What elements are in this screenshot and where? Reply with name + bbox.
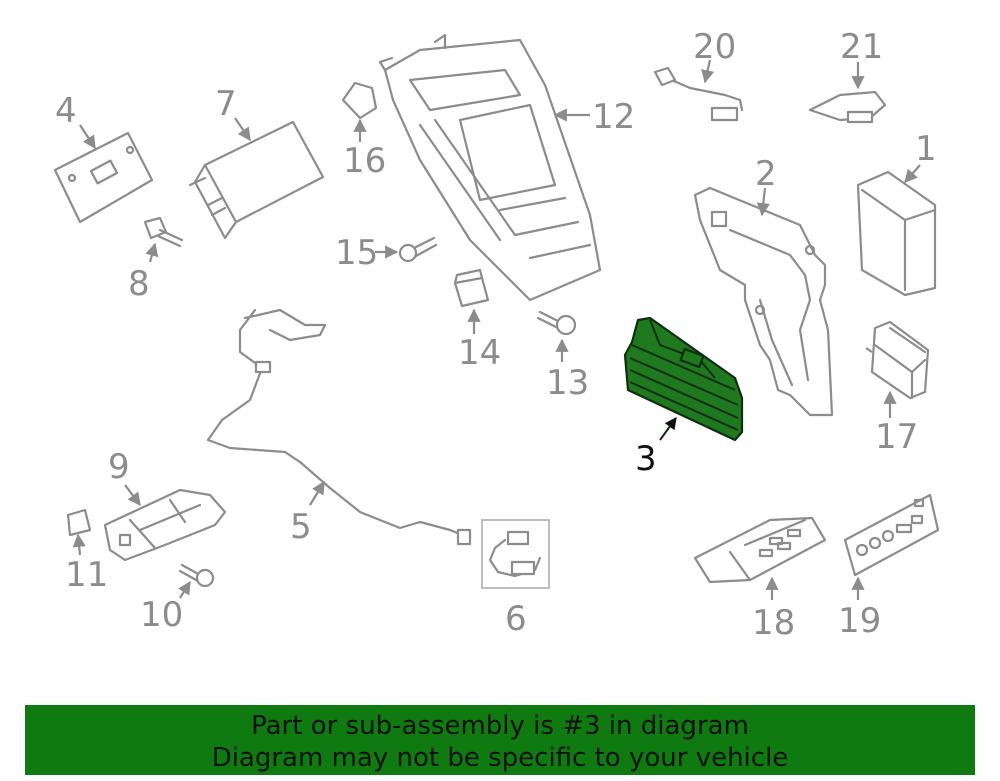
part-12-console-bezel[interactable]	[378, 33, 602, 302]
part-3-module-highlighted[interactable]	[623, 316, 744, 442]
part-2-mount-bracket[interactable]	[693, 186, 834, 417]
callout-14: 14	[458, 333, 501, 373]
part-18-control-panel[interactable]	[693, 516, 827, 600]
callout-15: 15	[335, 233, 378, 273]
callout-17: 17	[875, 417, 918, 457]
part-14-block[interactable]	[453, 268, 490, 334]
callout-19: 19	[838, 601, 881, 641]
part-16-clip[interactable]	[341, 81, 378, 142]
part-4-bracket[interactable]	[53, 124, 154, 224]
part-10-bolt[interactable]	[178, 563, 215, 599]
part-8-bolt[interactable]	[143, 216, 184, 263]
callout-6: 6	[505, 599, 527, 639]
part-20-harness[interactable]	[653, 59, 744, 122]
callout-11: 11	[65, 555, 108, 595]
callout-12: 12	[592, 97, 635, 137]
callout-9: 9	[108, 447, 130, 487]
callout-16: 16	[343, 141, 386, 181]
callout-1: 1	[915, 129, 937, 169]
callout-21: 21	[840, 27, 883, 67]
part-7-module[interactable]	[188, 117, 325, 240]
callout-5: 5	[290, 507, 312, 547]
part-6-connector[interactable]	[481, 519, 550, 589]
callout-18: 18	[752, 603, 795, 643]
part-19-switch-panel[interactable]	[843, 493, 940, 600]
callout-20: 20	[693, 27, 736, 67]
part-5-wire-harness[interactable]	[206, 308, 472, 546]
callout-3: 3	[635, 439, 657, 479]
part-17-module[interactable]	[865, 320, 930, 418]
part-13-bolt[interactable]	[536, 310, 577, 362]
callout-7: 7	[215, 84, 237, 124]
callout-10: 10	[140, 595, 183, 635]
part-1-cover[interactable]	[856, 164, 937, 297]
part-21-bracket[interactable]	[808, 62, 887, 124]
part-15-screw[interactable]	[375, 236, 438, 263]
part-9-bracket[interactable]	[103, 484, 227, 562]
parts-diagram: 4 7 8 16 12 15 14	[53, 27, 940, 643]
banner-line-2: Diagram may not be specific to your vehi…	[211, 743, 789, 773]
callout-4: 4	[55, 91, 77, 131]
part-11-clip[interactable]	[66, 508, 92, 556]
callout-2: 2	[755, 154, 777, 194]
info-banner: Part or sub-assembly is #3 in diagram Di…	[25, 705, 975, 775]
banner-line-1: Part or sub-assembly is #3 in diagram	[251, 711, 749, 741]
callout-13: 13	[546, 363, 589, 403]
callout-8: 8	[128, 264, 150, 304]
